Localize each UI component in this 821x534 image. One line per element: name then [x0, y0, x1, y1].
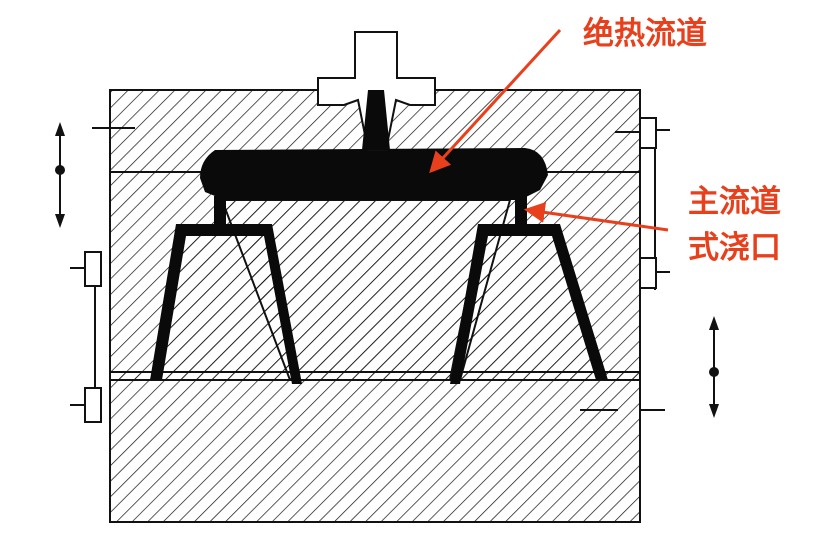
sprue-channel — [362, 90, 390, 150]
right-movement-arrow — [709, 316, 719, 418]
left-bolt-upper — [84, 251, 102, 287]
right-bolt-lower — [639, 257, 657, 289]
sprue-gate-label-line1: 主流道 — [688, 184, 781, 220]
left-gate-stem — [214, 196, 226, 236]
sprue-gate-callout-arrow — [523, 201, 669, 232]
molded-part-right-wall — [450, 224, 608, 384]
insulated-runner-callout-arrow — [429, 28, 562, 174]
left-bolt-lower — [84, 387, 102, 423]
right-bolt-upper — [639, 117, 657, 149]
left-movement-arrow — [55, 122, 65, 228]
insulated-runner — [200, 148, 548, 200]
bottom-mold-plate — [109, 371, 641, 523]
right-gate-stem — [515, 196, 527, 236]
sprue-gate-label-line2: 式浇口 — [688, 230, 781, 266]
insulated-runner-label: 绝热流道 — [583, 16, 707, 52]
